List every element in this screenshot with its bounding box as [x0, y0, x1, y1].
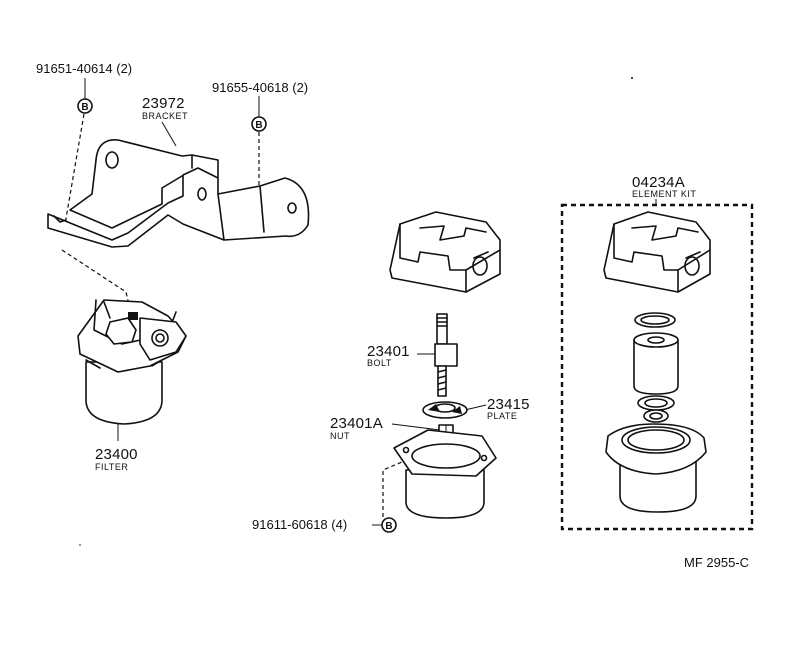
plate-number: 23415	[487, 396, 530, 413]
part-number-91655: 91655-40618 (2)	[212, 80, 308, 95]
bracket-name: BRACKET	[142, 111, 188, 121]
center-filter-head	[389, 211, 501, 293]
bracket-number: 23972	[142, 95, 185, 112]
part-number-91651: 91651-40614 (2)	[36, 61, 132, 76]
circle-b-letter: B	[385, 521, 392, 532]
circle-b-marker-3: B	[381, 517, 397, 533]
leader-line	[464, 404, 487, 411]
circle-b-marker-1: B	[77, 98, 93, 114]
center-bolt	[434, 313, 458, 397]
element-kit-box	[560, 203, 754, 531]
kit-gasket-bottom	[643, 409, 669, 423]
leader-line	[161, 121, 177, 147]
center-bowl	[393, 429, 497, 519]
filter-number: 23400	[95, 446, 138, 463]
filter-name: FILTER	[95, 462, 128, 472]
bracket-drawing	[47, 139, 310, 248]
filter-drawing	[77, 299, 187, 425]
leader-line	[391, 423, 441, 431]
nut-name: NUT	[330, 431, 350, 441]
diagram-code: MF 2955-C	[684, 555, 749, 570]
element-kit-name: ELEMENT KIT	[632, 189, 696, 199]
circle-b-marker-2: B	[251, 116, 267, 132]
plate-name: PLATE	[487, 411, 517, 421]
bolt-number: 23401	[367, 343, 410, 360]
scan-speck	[631, 77, 633, 79]
element-kit-number: 04234A	[632, 174, 685, 191]
kit-filter-head	[603, 211, 711, 293]
kit-element-cartridge	[633, 332, 679, 395]
nut-number: 23401A	[330, 415, 383, 432]
scan-speck	[79, 544, 81, 546]
dashed-leader	[63, 113, 85, 231]
center-plate	[422, 401, 468, 419]
circle-b-letter: B	[255, 120, 262, 131]
kit-gasket-middle	[637, 395, 675, 411]
kit-gasket-top	[634, 312, 676, 328]
dashed-leader	[382, 461, 403, 517]
part-number-91611: 91611-60618 (4)	[252, 517, 347, 532]
bolt-name: BOLT	[367, 358, 392, 368]
circle-b-letter: B	[81, 102, 88, 113]
kit-bowl	[605, 423, 707, 513]
